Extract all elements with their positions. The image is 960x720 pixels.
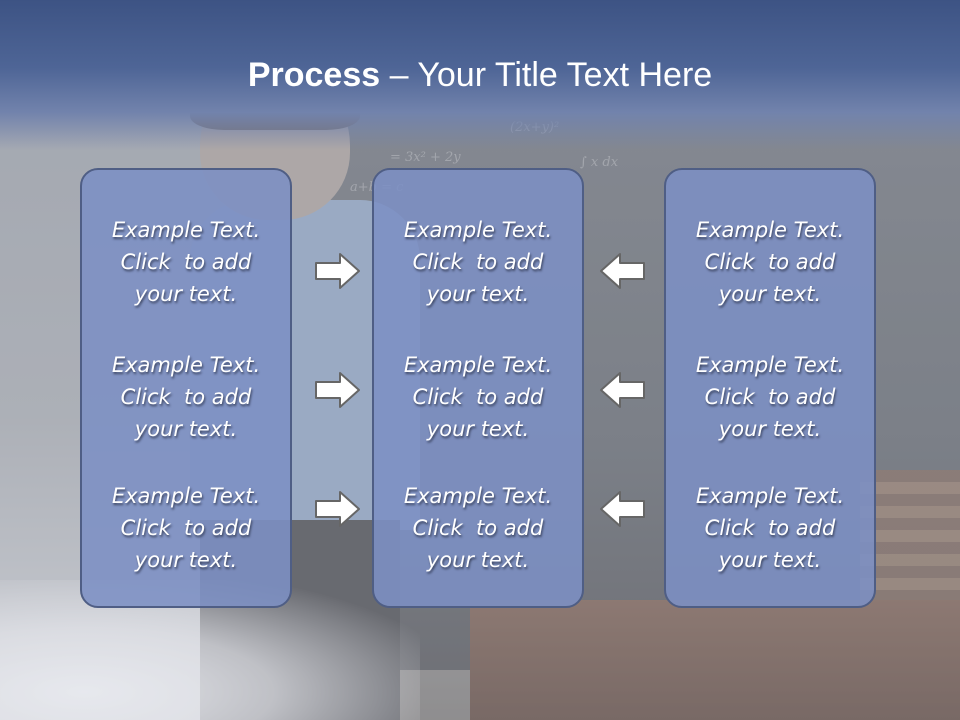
arrow-right-icon xyxy=(315,253,360,289)
process-box-left[interactable]: Example Text. Click to add your text. Ex… xyxy=(80,168,292,608)
arrow-right-icon xyxy=(315,372,360,408)
title-rest: – Your Title Text Here xyxy=(380,56,713,94)
arrow-left-icon xyxy=(600,253,645,289)
book-stack xyxy=(860,470,960,600)
desk xyxy=(470,600,960,720)
arrow-left-icon xyxy=(600,372,645,408)
text-placeholder[interactable]: Example Text. Click to add your text. xyxy=(695,218,845,306)
text-placeholder[interactable]: Example Text. Click to add your text. xyxy=(695,484,845,572)
chalk-scribble: = 3x² + 2y xyxy=(390,150,461,165)
text-placeholder[interactable]: Example Text. Click to add your text. xyxy=(403,484,553,572)
text-placeholder[interactable]: Example Text. Click to add your text. xyxy=(111,484,261,572)
slide-title[interactable]: Process – Your Title Text Here xyxy=(0,52,960,98)
title-band xyxy=(0,0,960,150)
text-placeholder[interactable]: Example Text. Click to add your text. xyxy=(403,218,553,306)
title-bold: Process xyxy=(247,56,381,94)
text-placeholder[interactable]: Example Text. Click to add your text. xyxy=(403,353,553,441)
process-box-center[interactable]: Example Text. Click to add your text. Ex… xyxy=(372,168,584,608)
text-placeholder[interactable]: Example Text. Click to add your text. xyxy=(111,218,261,306)
arrow-left-icon xyxy=(600,491,645,527)
chalk-scribble: ∫ x dx xyxy=(580,155,619,170)
text-placeholder[interactable]: Example Text. Click to add your text. xyxy=(111,353,261,441)
arrow-right-icon xyxy=(315,491,360,527)
process-box-right[interactable]: Example Text. Click to add your text. Ex… xyxy=(664,168,876,608)
text-placeholder[interactable]: Example Text. Click to add your text. xyxy=(695,353,845,441)
